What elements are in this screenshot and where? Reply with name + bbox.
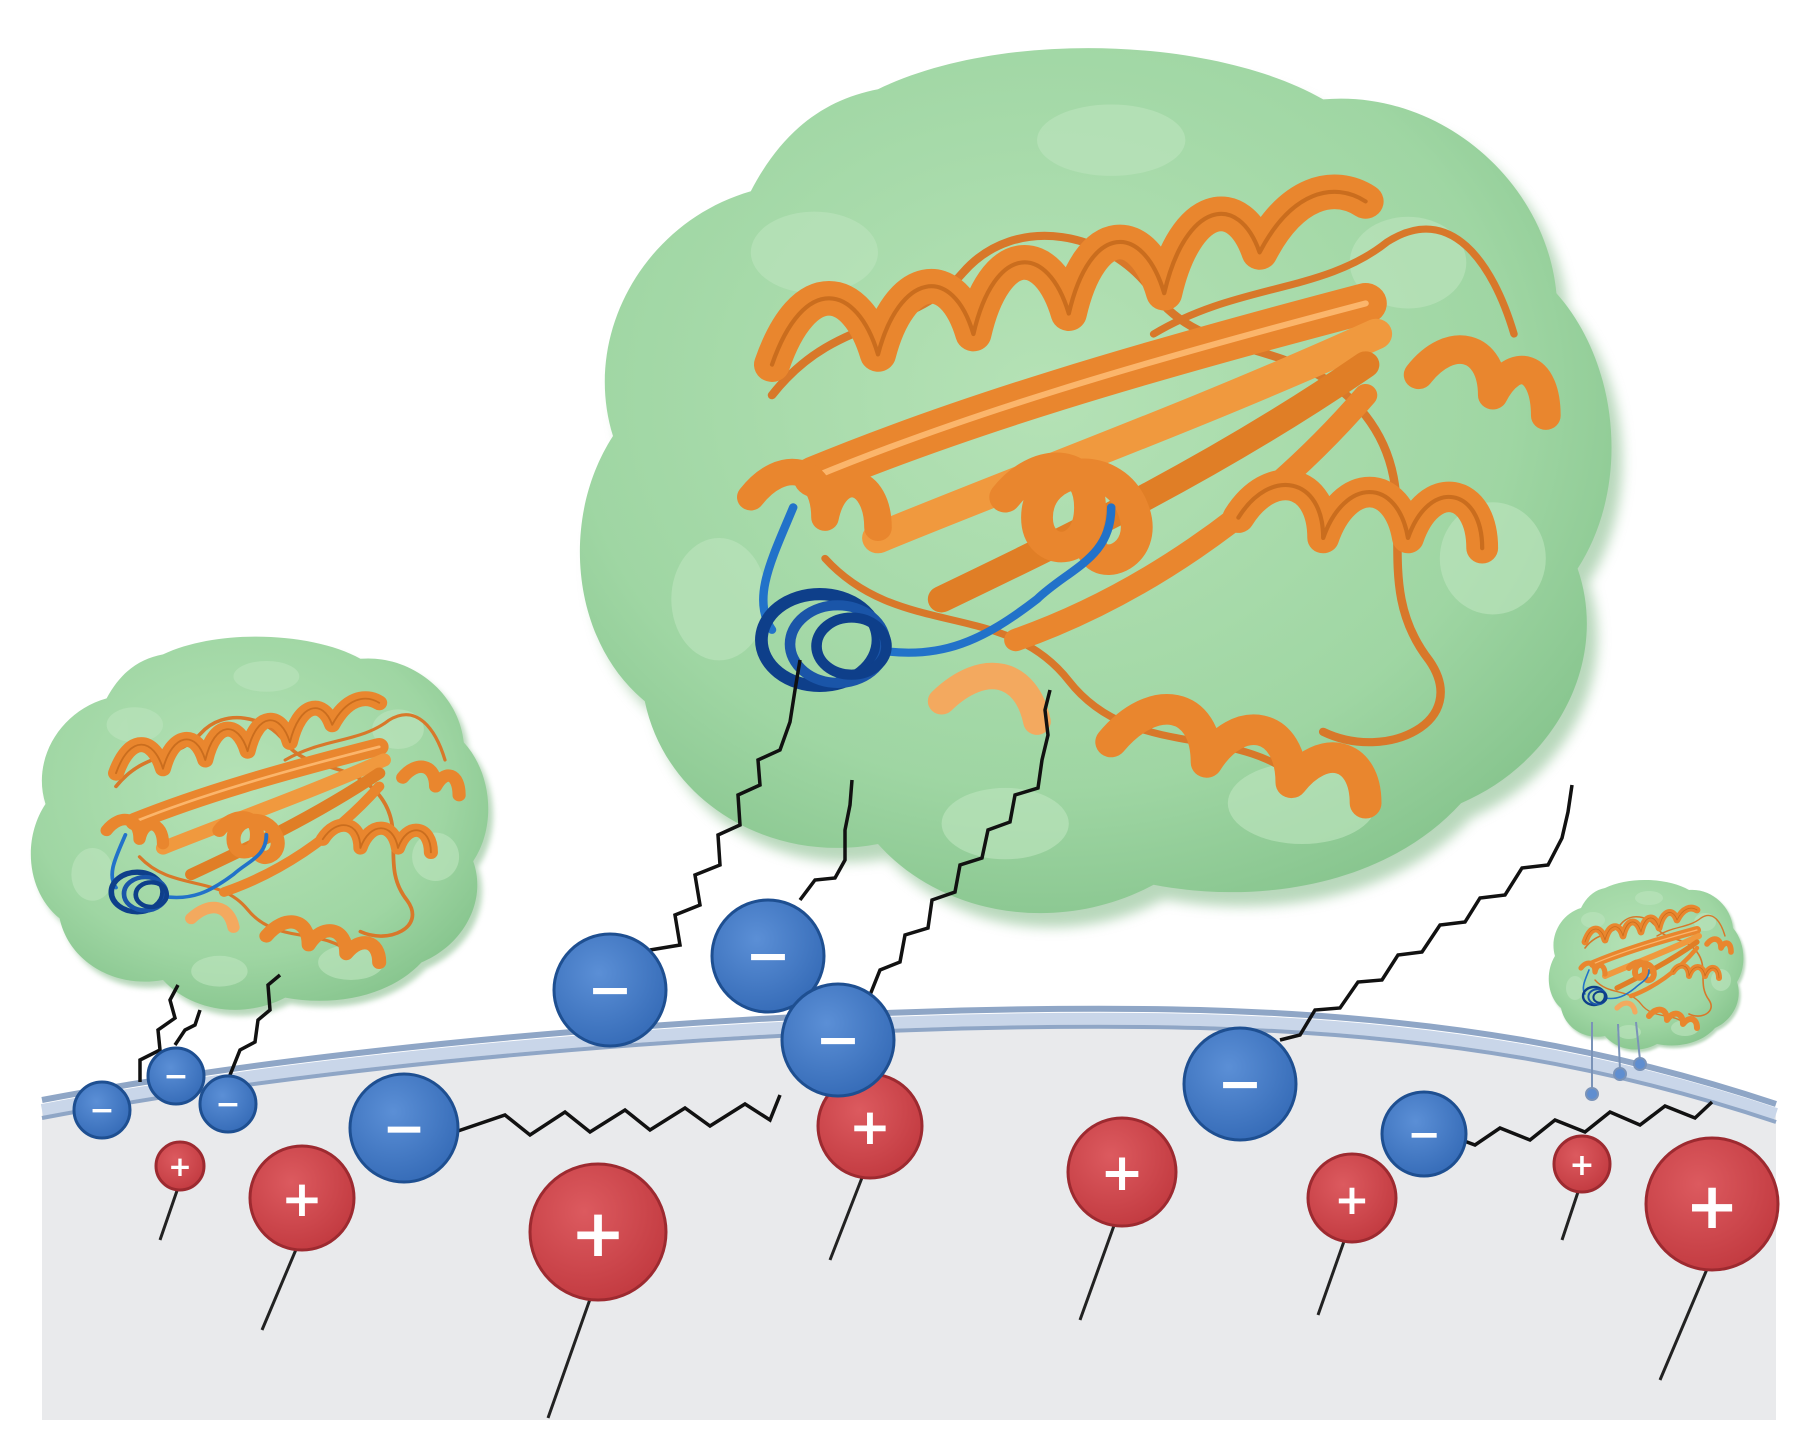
- anionic-lipid-head: −: [72, 1080, 132, 1140]
- anionic-lipid-head: −: [1380, 1090, 1468, 1178]
- protein-large: [580, 48, 1622, 927]
- svg-text:−: −: [1217, 1052, 1262, 1115]
- cell: [40, 1005, 1778, 1420]
- cell-interior: [42, 1016, 1776, 1420]
- cationic-head: +: [816, 1072, 924, 1180]
- svg-text:+: +: [570, 1195, 625, 1272]
- anionic-lipid-head: −: [552, 932, 668, 1048]
- svg-text:+: +: [1569, 1148, 1594, 1183]
- anionic-lipid-head: −: [198, 1074, 258, 1134]
- svg-text:+: +: [849, 1098, 891, 1156]
- cationic-heads: + + + + + + + +: [154, 1072, 1780, 1302]
- membrane-inner-line: [41, 1024, 1777, 1124]
- cationic-head: +: [1066, 1116, 1178, 1228]
- svg-text:−: −: [1407, 1112, 1441, 1158]
- cationic-head: +: [1644, 1136, 1780, 1272]
- lipid-tail: [1439, 1100, 1714, 1147]
- anionic-lipid-head: −: [780, 982, 896, 1098]
- svg-text:+: +: [281, 1170, 323, 1228]
- protein-small-anchors: [1585, 1021, 1647, 1101]
- lipid-tail: [649, 659, 802, 952]
- protein-small: [1549, 880, 1746, 1052]
- svg-text:−: −: [587, 958, 632, 1021]
- anionic-lipid-head: −: [710, 898, 826, 1014]
- lipid-tail: [868, 689, 1052, 996]
- anionic-lipid-head: −: [348, 1072, 460, 1184]
- cationic-head: +: [528, 1162, 668, 1302]
- svg-text:−: −: [215, 1087, 240, 1122]
- svg-text:+: +: [1685, 1170, 1739, 1244]
- cationic-head: +: [1552, 1134, 1612, 1194]
- membrane-band: [40, 1012, 1778, 1120]
- svg-text:−: −: [382, 1099, 426, 1159]
- svg-text:+: +: [1100, 1143, 1144, 1203]
- svg-text:−: −: [745, 924, 790, 987]
- svg-text:−: −: [89, 1093, 114, 1128]
- lipid-tail: [173, 1009, 202, 1046]
- lipid-tail: [1279, 784, 1574, 1042]
- cationic-head: +: [1306, 1152, 1398, 1244]
- anionic-lipid-heads: − − − − − − − − −: [72, 898, 1468, 1184]
- anionic-lipid-head: −: [1182, 1026, 1298, 1142]
- cationic-head: +: [154, 1140, 206, 1192]
- svg-text:−: −: [163, 1059, 188, 1094]
- lipid-tails: [138, 659, 1714, 1147]
- lipid-tail: [454, 1094, 782, 1138]
- protein-medium: [31, 637, 493, 1016]
- lipid-tail: [138, 984, 180, 1082]
- cationic-stems: [158, 1169, 1712, 1419]
- svg-text:+: +: [168, 1150, 191, 1183]
- svg-text:−: −: [815, 1008, 860, 1071]
- lipid-tail: [228, 973, 282, 1076]
- cationic-head: +: [248, 1144, 356, 1252]
- lipid-tail: [798, 779, 854, 902]
- anionic-lipid-head: −: [146, 1046, 206, 1106]
- membrane-outer-line: [41, 1005, 1777, 1107]
- svg-text:+: +: [1334, 1175, 1369, 1224]
